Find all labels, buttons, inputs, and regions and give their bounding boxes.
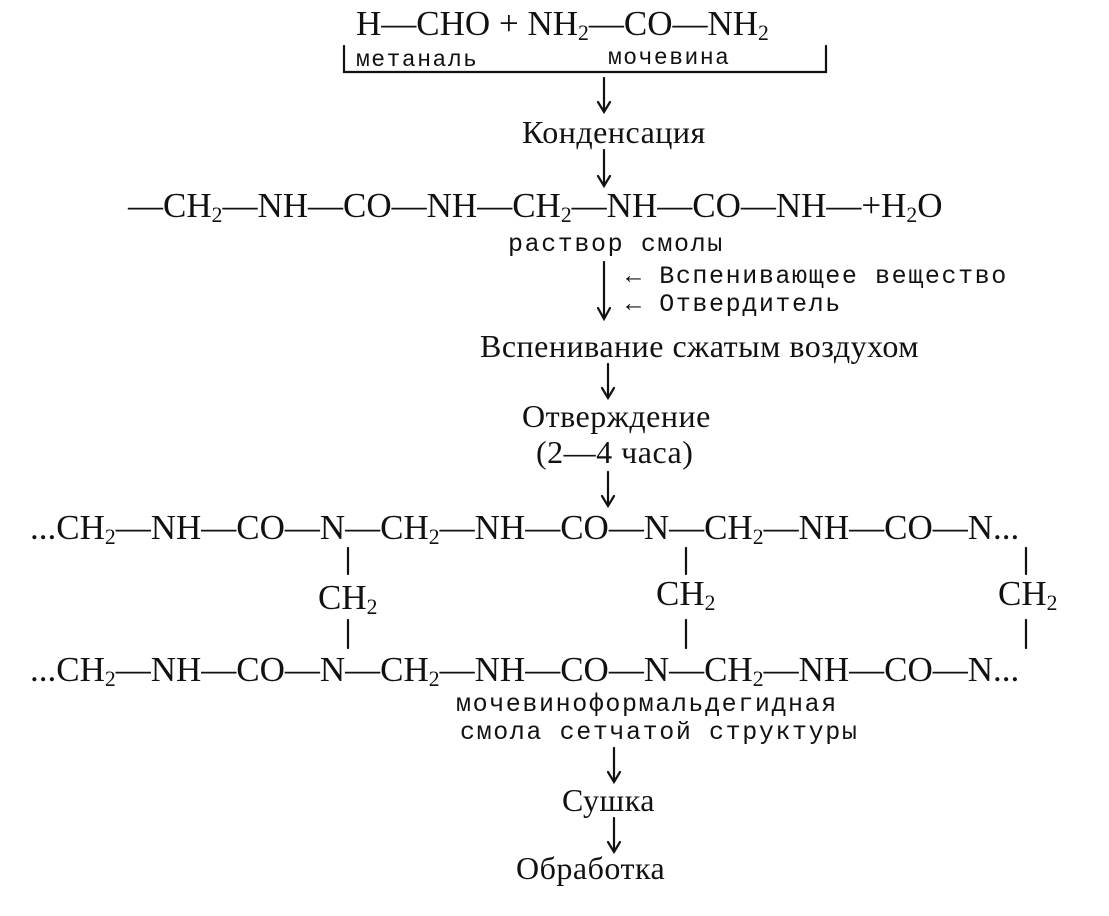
arrow-down-icon bbox=[596, 76, 612, 115]
label-formaldehyde: метаналь bbox=[356, 47, 479, 73]
urea-formula: NH2—CO—NH2 bbox=[527, 4, 769, 45]
label-network-line-2: смола сетчатой структуры bbox=[460, 718, 859, 747]
additive-foaming-agent: ← Вспенивающее вещество bbox=[626, 262, 1008, 291]
network-row-1: ...CH2—NH—CO—N—CH2—NH—CO—N—CH2—NH—CO—N..… bbox=[30, 508, 1020, 549]
bridge-ch2-left: CH2 bbox=[318, 578, 378, 619]
water-formula: +H2O bbox=[861, 186, 943, 227]
formaldehyde-formula: H—CHO bbox=[356, 4, 491, 43]
step-processing: Обработка bbox=[516, 850, 666, 886]
arrow-down-icon bbox=[600, 470, 616, 509]
bridge-ch2-middle: CH2 bbox=[656, 574, 716, 615]
arrow-left-icon: ← bbox=[626, 262, 643, 291]
reactant-bracket bbox=[342, 44, 828, 74]
arrow-down-icon bbox=[600, 362, 616, 401]
bridge-ch2-right: CH2 bbox=[998, 574, 1058, 615]
resin-chain-formula: —CH2—NH—CO—NH—CH2—NH—CO—NH—+H2O bbox=[128, 186, 943, 227]
arrow-down-icon bbox=[596, 260, 612, 322]
step-curing: Отверждение bbox=[522, 398, 711, 434]
reactants-formula: H—CHO + NH2—CO—NH2 bbox=[356, 4, 769, 45]
bond-lines bbox=[346, 546, 1028, 650]
arrow-down-icon bbox=[596, 148, 612, 189]
label-urea: мочевина bbox=[608, 45, 731, 71]
additive-hardener: ← Отвердитель bbox=[626, 290, 842, 319]
step-drying: Сушка bbox=[562, 782, 655, 818]
network-row-2: ...CH2—NH—CO—N—CH2—NH—CO—N—CH2—NH—CO—N..… bbox=[30, 650, 1020, 691]
label-network-line-1: мочевиноформальдегидная bbox=[456, 690, 838, 719]
step-curing-time: (2—4 часа) bbox=[536, 434, 694, 470]
step-foaming: Вспенивание сжатым воздухом bbox=[480, 328, 920, 364]
arrow-down-icon bbox=[606, 746, 622, 785]
arrow-down-icon bbox=[606, 816, 622, 855]
label-resin-solution: раствор смолы bbox=[508, 230, 724, 259]
step-condensation: Конденсация bbox=[522, 114, 706, 150]
plus-sign: + bbox=[498, 4, 519, 43]
arrow-left-icon: ← bbox=[626, 290, 643, 319]
